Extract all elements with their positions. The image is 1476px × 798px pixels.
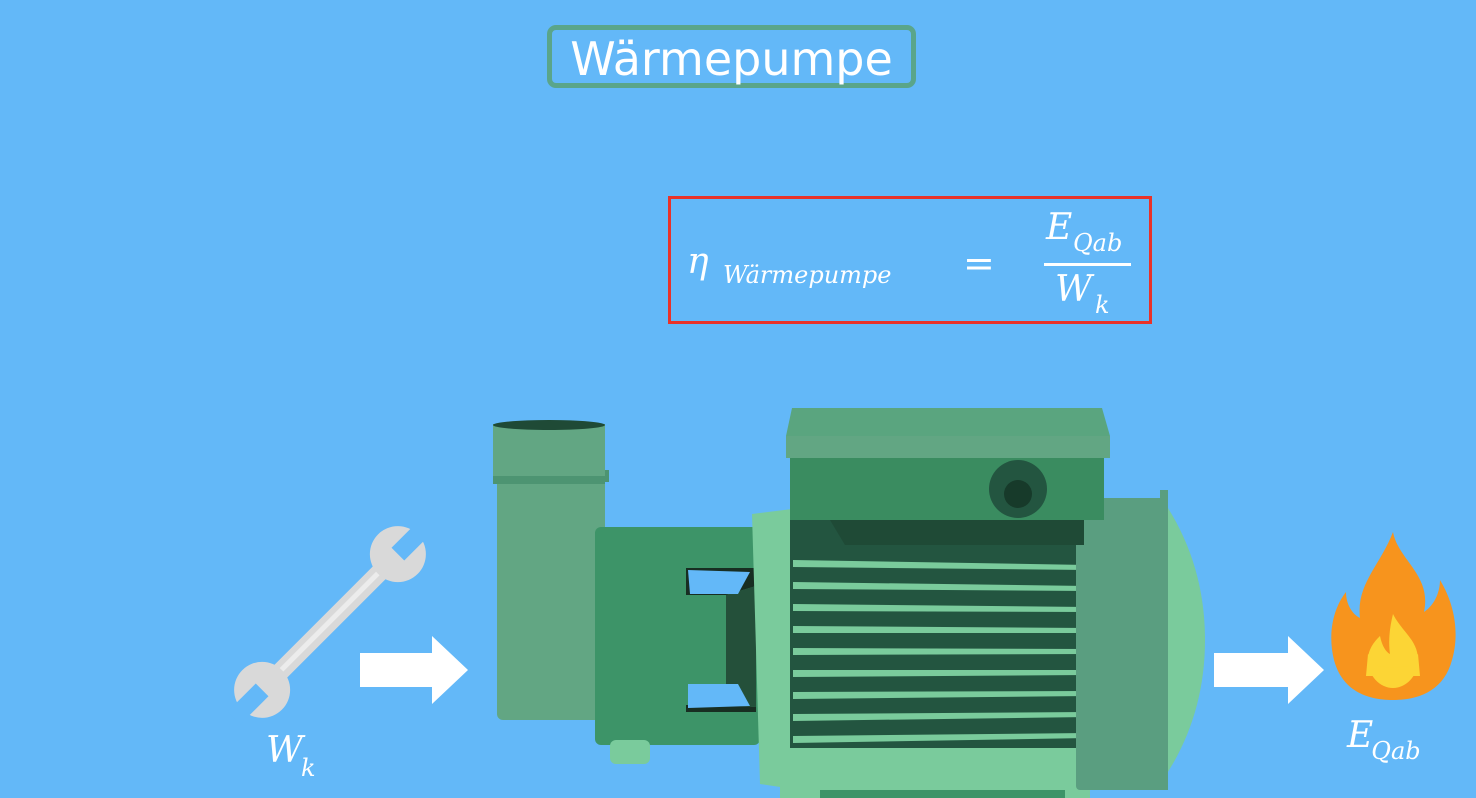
output-symbol: E: [1347, 715, 1374, 756]
eta-symbol: η: [687, 241, 709, 282]
water-pump-icon: [493, 408, 1205, 798]
output-subscript: Qab: [1371, 737, 1421, 765]
flame-icon: [1331, 532, 1456, 700]
title-box: Wärmepumpe: [547, 25, 916, 88]
input-symbol: W: [266, 730, 304, 771]
eta-subscript: Wärmepumpe: [723, 261, 892, 289]
numerator-symbol: E: [1046, 207, 1073, 248]
right-arrow-icon: [1214, 636, 1324, 704]
numerator-subscript: Qab: [1073, 229, 1123, 257]
equals-sign: =: [963, 241, 995, 285]
denominator-subscript: k: [1095, 291, 1110, 319]
page-title: Wärmepumpe: [570, 31, 893, 86]
efficiency-formula: η Wärmepumpe = E Qab W k: [668, 196, 1152, 324]
right-arrow-icon: [360, 636, 468, 704]
fraction-bar: [1044, 263, 1131, 266]
input-work-label: Wk: [266, 730, 318, 782]
output-heat-label: EQab: [1347, 715, 1423, 765]
wrench-icon: [227, 519, 433, 725]
denominator-symbol: W: [1055, 269, 1093, 310]
input-subscript: k: [301, 754, 316, 782]
